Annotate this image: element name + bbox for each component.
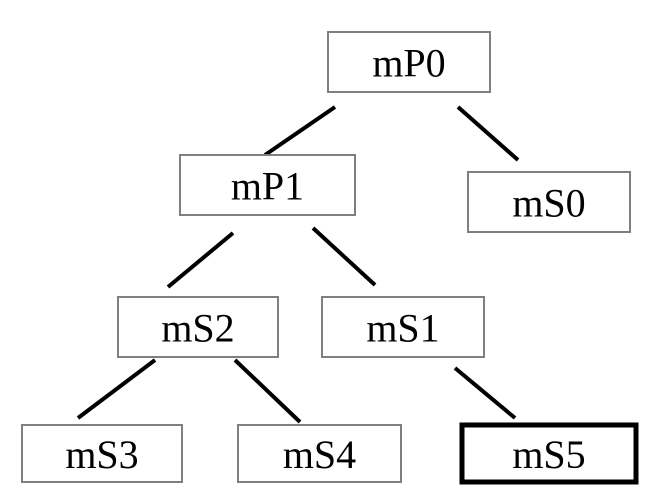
node-label-ms4: mS4 [283, 432, 356, 477]
node-box-ms4 [237, 424, 402, 483]
edges-layer [76, 105, 520, 424]
node-label-ms5: mS5 [512, 432, 585, 477]
node-label-mp1: mP1 [231, 164, 304, 209]
node-box-mp0 [327, 31, 491, 93]
edge-mp1-ms1 [311, 226, 377, 287]
node-ms5: mS5 [459, 422, 639, 485]
edge-mp0-ms0 [456, 105, 520, 162]
node-box-mp1 [179, 154, 356, 216]
node-label-ms1: mS1 [366, 306, 439, 351]
node-label-ms3: mS3 [65, 432, 138, 477]
node-ms1: mS1 [321, 296, 485, 358]
node-label-mp0: mP0 [372, 41, 445, 86]
node-label-ms0: mS0 [512, 181, 585, 226]
node-box-ms1 [321, 296, 485, 358]
node-box-ms0 [467, 171, 631, 233]
node-mp0: mP0 [327, 31, 491, 93]
node-mp1: mP1 [179, 154, 356, 216]
edge-ms1-ms5 [453, 366, 517, 420]
edge-mp1-ms2 [166, 231, 235, 289]
node-ms2: mS2 [117, 296, 279, 358]
node-ms3: mS3 [21, 424, 183, 483]
nodes-layer: mP0 mP1 mS0 mS2 mS1 mS3 mS4 mS5 [21, 31, 639, 485]
edge-ms2-ms4 [233, 358, 302, 424]
edge-ms2-ms3 [76, 358, 157, 420]
node-box-ms2 [117, 296, 279, 358]
edge-mp0-mp1 [263, 105, 337, 157]
node-box-ms5 [459, 422, 639, 485]
node-ms0: mS0 [467, 171, 631, 233]
node-label-ms2: mS2 [161, 306, 234, 351]
node-box-ms3 [21, 424, 183, 483]
node-ms4: mS4 [237, 424, 402, 483]
